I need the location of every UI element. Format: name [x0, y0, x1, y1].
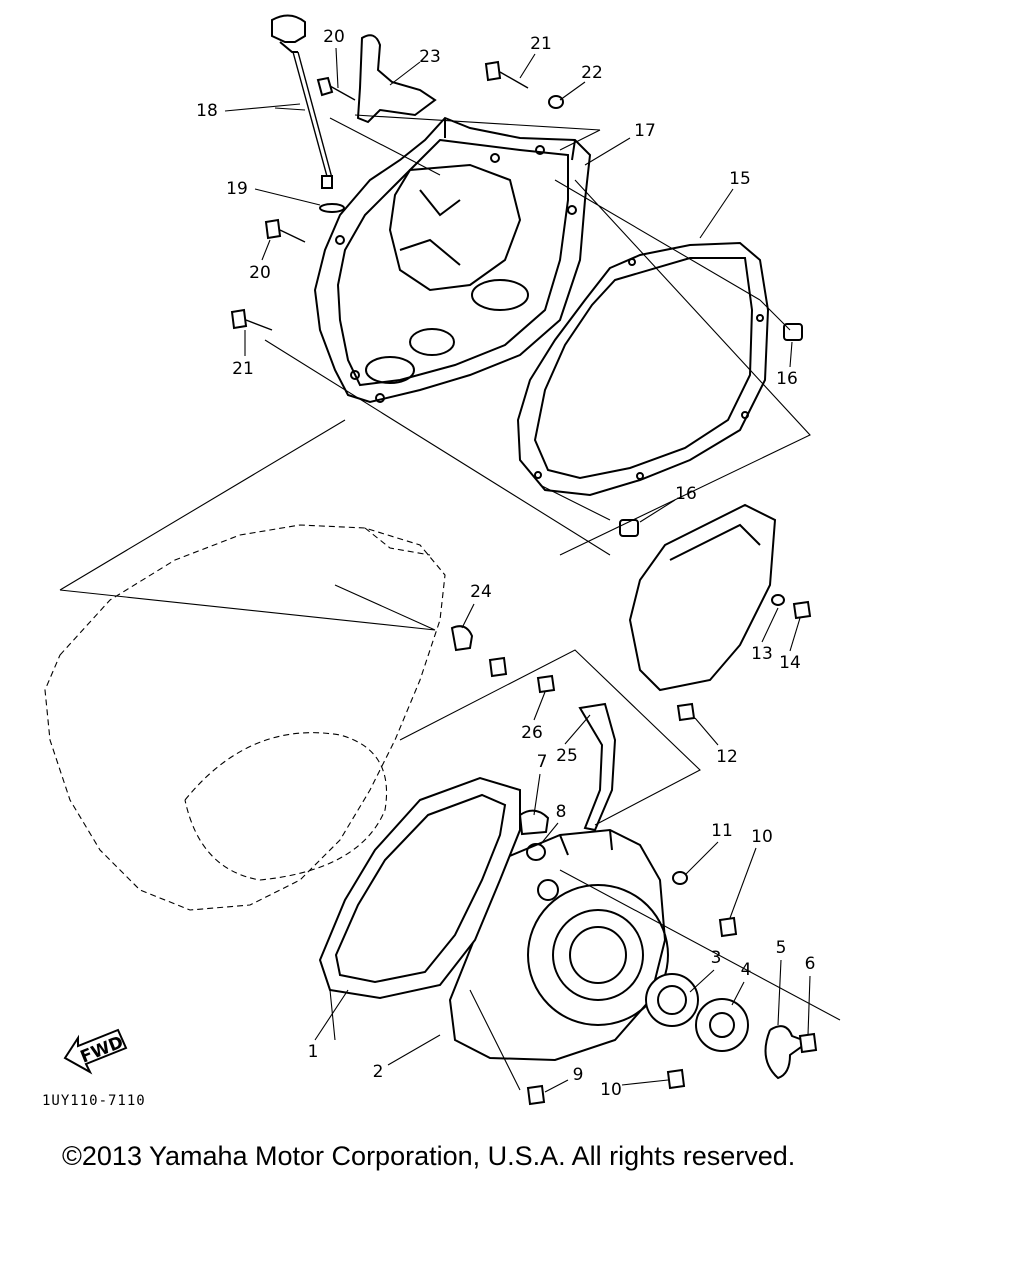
washer-11 — [672, 871, 688, 885]
hose-guide-23 — [356, 34, 437, 124]
callout-7: 7 — [537, 752, 548, 772]
callout-18: 18 — [196, 101, 218, 121]
washer-13 — [771, 594, 785, 606]
screw-6 — [798, 1032, 818, 1054]
generator-cover-illustration — [448, 828, 669, 1062]
leader-lines — [59, 47, 841, 1093]
callout-25: 25 — [556, 746, 578, 766]
callout-15: 15 — [729, 169, 751, 189]
callout-21: 21 — [232, 359, 254, 379]
bearing-3 — [645, 973, 699, 1027]
callout-11: 11 — [711, 821, 733, 841]
callout-16: 16 — [776, 369, 798, 389]
bolt-12 — [676, 702, 696, 722]
callout-19: 19 — [226, 179, 248, 199]
exploded-parts-diagram: FWD — [44, 14, 841, 1106]
callout-8: 8 — [556, 802, 567, 822]
callout-4: 4 — [741, 960, 752, 980]
callout-23: 23 — [419, 47, 441, 67]
bolts-upper — [230, 60, 564, 331]
copyright-notice: ©2013 Yamaha Motor Corporation, U.S.A. A… — [62, 1141, 796, 1171]
callout-10: 10 — [751, 827, 773, 847]
side-cover-illustration — [628, 503, 777, 692]
callout-1: 1 — [308, 1042, 319, 1062]
callout-21: 21 — [530, 34, 552, 54]
oil-dipstick-illustration — [271, 14, 333, 189]
callout-3: 3 — [711, 948, 722, 968]
bolt-14 — [792, 600, 812, 620]
callout-6: 6 — [805, 954, 816, 974]
crankcase-outline — [44, 524, 446, 911]
generator-gasket-illustration — [318, 776, 521, 1000]
callout-26: 26 — [521, 723, 543, 743]
callout-14: 14 — [779, 653, 801, 673]
drawing-code: 1UY110-7110 — [42, 1093, 146, 1109]
bolt-9 — [526, 1084, 546, 1106]
bolt-24 — [488, 656, 508, 678]
clutch-cover-illustration — [313, 116, 592, 404]
fwd-arrow-icon: FWD — [63, 1028, 128, 1075]
bolt-26 — [536, 674, 556, 694]
o-ring-19 — [319, 203, 345, 213]
bracket-25 — [578, 702, 617, 832]
callout-20: 20 — [323, 27, 345, 47]
holder-5 — [764, 1025, 811, 1080]
plug-7 — [518, 809, 550, 836]
pin-24 — [450, 625, 474, 652]
callout-16: 16 — [675, 484, 697, 504]
callout-5: 5 — [776, 938, 787, 958]
callout-13: 13 — [751, 644, 773, 664]
callout-22: 22 — [581, 63, 603, 83]
callout-24: 24 — [470, 582, 492, 602]
callout-9: 9 — [573, 1065, 584, 1085]
bolt-10-upper — [718, 916, 738, 938]
callout-10: 10 — [600, 1080, 622, 1100]
bolt-10-lower — [666, 1068, 686, 1090]
callout-20: 20 — [249, 263, 271, 283]
callout-2: 2 — [373, 1062, 384, 1082]
oil-seal-4 — [695, 998, 749, 1052]
o-ring-8 — [526, 843, 546, 861]
cover-gasket-illustration — [516, 241, 770, 497]
callout-17: 17 — [634, 121, 656, 141]
callout-12: 12 — [716, 747, 738, 767]
